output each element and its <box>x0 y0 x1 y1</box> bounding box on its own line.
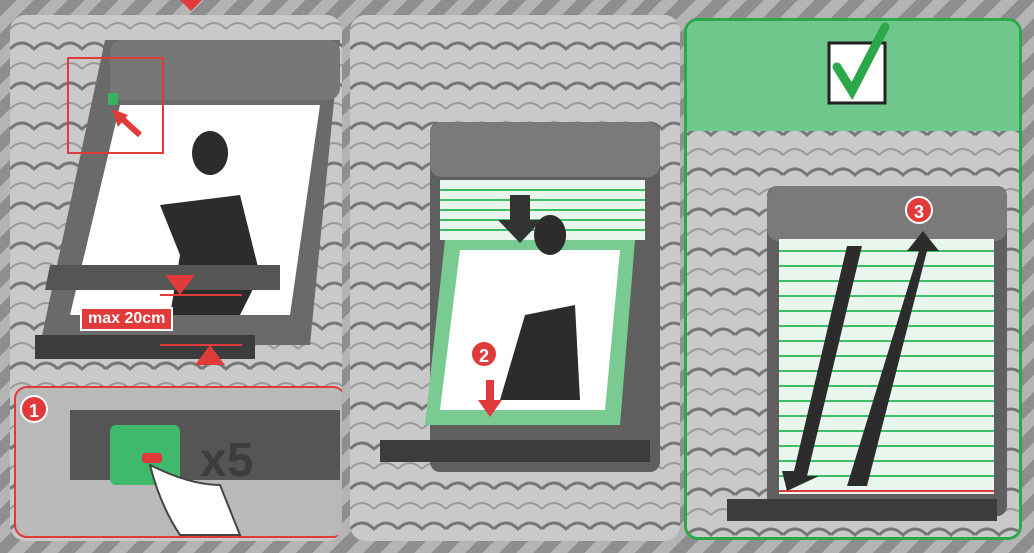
roof-window-blind-closed-illustration <box>687 21 1019 537</box>
step-3-panel: 3 <box>684 18 1022 540</box>
step-3-badge: 3 <box>905 196 933 224</box>
step-1-badge: 1 <box>20 395 48 423</box>
step-2-badge: 2 <box>470 340 498 368</box>
pointer-marker <box>180 0 202 11</box>
step-2-panel: 2 <box>350 15 680 541</box>
press-count-label: x5 <box>200 433 253 488</box>
step-1-panel: max 20cm 1 x5 <box>10 15 342 541</box>
roof-window-open-illustration <box>10 15 342 541</box>
max-distance-label: max 20cm <box>80 307 173 331</box>
roof-window-blind-closing-illustration <box>350 15 680 541</box>
